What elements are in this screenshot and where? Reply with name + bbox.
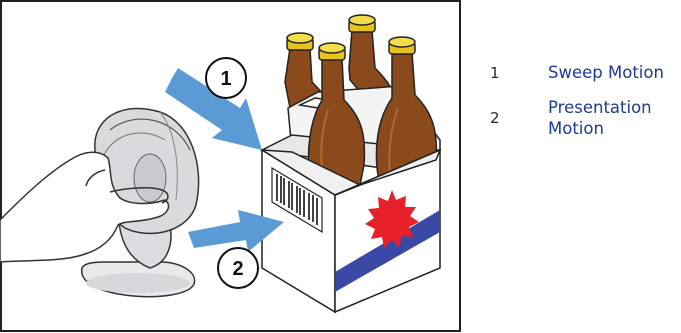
- legend: 1 Sweep Motion 2 Presentation Motion: [490, 62, 681, 153]
- label-stripe: [335, 210, 440, 292]
- legend-item: 2 Presentation Motion: [490, 97, 681, 139]
- callout-1: 1: [205, 57, 247, 99]
- barcode-label: [271, 166, 323, 234]
- presentation-motion-arrow: [188, 210, 284, 252]
- sweep-motion-arrow: [165, 68, 262, 150]
- callout-1-label: 1: [220, 68, 231, 90]
- carrier-box: [261, 148, 442, 314]
- callout-2: 2: [217, 247, 259, 289]
- beer-bottles-front: [307, 36, 438, 187]
- callout-2-label: 2: [232, 258, 243, 280]
- legend-item-label: Sweep Motion: [548, 63, 664, 82]
- legend-item: 1 Sweep Motion: [490, 62, 681, 83]
- bottle-front-left: [307, 42, 366, 186]
- legend-item-label: Presentation Motion: [548, 98, 652, 138]
- legend-item-number: 2: [490, 109, 500, 127]
- label-seal: [365, 190, 419, 248]
- legend-item-number: 1: [490, 63, 500, 82]
- hand: [0, 151, 170, 263]
- illustration-svg: 1 2: [0, 0, 461, 332]
- scanning-illustration: 1 2: [0, 0, 461, 332]
